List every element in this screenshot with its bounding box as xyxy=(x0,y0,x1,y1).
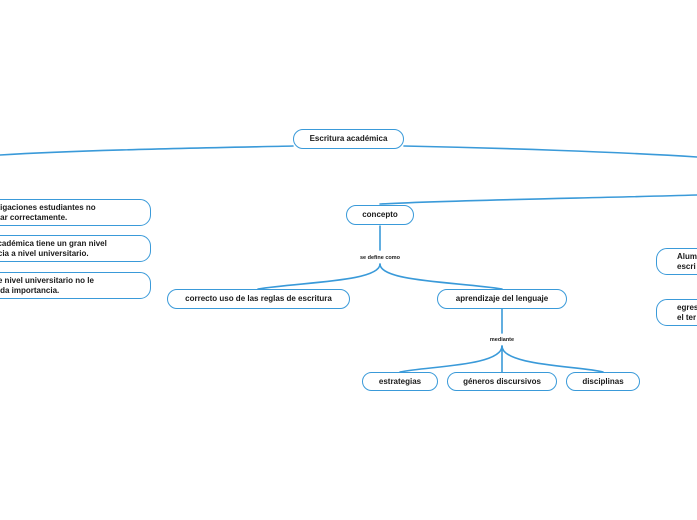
disciplinas-node-label: disciplinas xyxy=(582,376,624,386)
right-node-1-line1: Alum xyxy=(677,251,697,261)
connector-root-left xyxy=(0,145,294,156)
connector-to-estrategias xyxy=(399,345,503,373)
concepto-node-label: concepto xyxy=(362,210,398,219)
correcto-uso-node-label: correcto uso de las reglas de escritura xyxy=(185,294,332,303)
disciplinas-node[interactable]: disciplinas xyxy=(566,372,640,391)
right-node-1-line2: escri xyxy=(677,261,696,271)
root-node[interactable]: Escritura académica xyxy=(293,129,404,149)
connector-to-correcto xyxy=(257,263,381,290)
left-node-3-line1: de nivel universitario no le xyxy=(0,275,94,285)
connector-root-right xyxy=(403,145,697,158)
aprendizaje-node[interactable]: aprendizaje del lenguaje xyxy=(437,289,567,309)
right-node-2-line1: egres xyxy=(677,302,697,312)
left-node-1-line1: stigaciones estudiantes no xyxy=(0,202,96,212)
estrategias-node[interactable]: estrategias xyxy=(362,372,438,391)
correcto-uso-node[interactable]: correcto uso de las reglas de escritura xyxy=(167,289,350,309)
generos-discursivos-node-label: géneros discursivos xyxy=(463,376,541,386)
estrategias-node-label: estrategias xyxy=(378,376,422,386)
right-node-1[interactable]: Alum escri xyxy=(656,248,697,275)
link-label-se-define-como: se define como xyxy=(359,255,401,261)
root-node-label: Escritura académica xyxy=(309,134,388,143)
left-node-2[interactable]: académica tiene un gran nivel ncia a niv… xyxy=(0,235,151,262)
aprendizaje-node-label: aprendizaje del lenguaje xyxy=(455,294,549,303)
generos-discursivos-node[interactable]: géneros discursivos xyxy=(447,372,557,391)
left-node-1-line2: ctar correctamente. xyxy=(0,212,68,222)
right-node-2[interactable]: egres el ter xyxy=(656,299,697,326)
left-node-1[interactable]: stigaciones estudiantes no ctar correcta… xyxy=(0,199,151,226)
connector-to-disciplinas xyxy=(501,345,604,373)
connector-to-aprendizaje xyxy=(379,263,503,290)
left-node-3-line2: bida importancia. xyxy=(0,285,60,295)
left-node-2-line2: ncia a nivel universitario. xyxy=(0,248,89,258)
left-node-3[interactable]: de nivel universitario no le bida import… xyxy=(0,272,151,299)
link-label-mediante: mediante xyxy=(489,337,515,343)
left-node-2-line1: académica tiene un gran nivel xyxy=(0,238,107,248)
concepto-node[interactable]: concepto xyxy=(346,205,414,225)
connector-right-concepto xyxy=(379,194,697,205)
right-node-2-line2: el ter xyxy=(677,312,697,322)
